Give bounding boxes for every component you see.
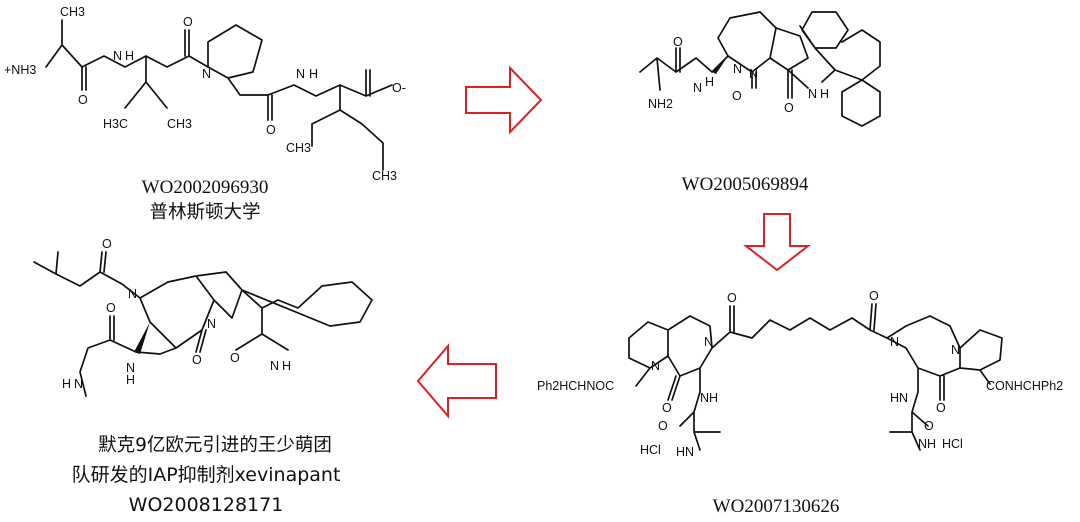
- wedge-bond: [134, 322, 150, 354]
- atom-label: N: [733, 62, 742, 76]
- atom-label: CH3: [60, 5, 85, 19]
- atom-label: N: [651, 359, 660, 373]
- atom-label: H: [309, 67, 318, 81]
- atom-label: N: [808, 87, 817, 101]
- atom-label: N: [749, 67, 758, 81]
- caption-line: WO2008128171: [129, 494, 284, 516]
- atom-label: HN: [676, 445, 694, 459]
- caption-line: WO2007130626: [713, 496, 840, 517]
- atom-label: O: [266, 123, 276, 137]
- atom-label: N: [74, 377, 83, 391]
- atom-label: CONHCHPh2: [986, 379, 1063, 393]
- atom-label: O: [230, 351, 240, 365]
- arrow-left-icon: [416, 343, 497, 419]
- structure-xevinapant: O N O N N H O N H O H N 默克9亿欧元引进的王少萌团 队研…: [33, 237, 373, 516]
- atom-label: N: [890, 335, 899, 349]
- atom-label: N: [128, 287, 137, 301]
- atom-label: H: [705, 75, 714, 89]
- atom-label: O: [869, 289, 879, 303]
- atom-label: N: [296, 67, 305, 81]
- atom-label: H: [282, 359, 291, 373]
- atom-label: O: [192, 353, 202, 367]
- atom-label: O: [784, 101, 794, 115]
- atom-label: O: [673, 35, 683, 49]
- atom-label: O: [727, 291, 737, 305]
- atom-label: H3C: [103, 117, 128, 131]
- atom-label: NH: [700, 391, 718, 405]
- atom-label: O: [936, 401, 946, 415]
- atom-label: N: [951, 343, 960, 357]
- atom-label: O: [102, 237, 112, 251]
- atom-label: HN: [890, 391, 908, 405]
- caption-line: WO2005069894: [682, 174, 809, 195]
- atom-label: CH3: [372, 169, 397, 183]
- atom-label: O: [658, 419, 668, 433]
- atom-label: O: [183, 15, 193, 29]
- structure-dimeric-mimetic: O O N N N N O O Ph2HCHNOC CONHCHPh2 NH H…: [537, 289, 1063, 517]
- structure-smac-tetrapeptide: +NH3 N H O O N N H O O- H3C CH3 CH3 CH3 …: [4, 5, 406, 223]
- atom-label: N: [202, 67, 211, 81]
- caption-line: 默克9亿欧元引进的王少萌团: [98, 435, 332, 456]
- atom-label: H: [820, 87, 829, 101]
- atom-label: CH3: [286, 141, 311, 155]
- atom-label: HCl: [640, 443, 661, 457]
- caption-line: 队研发的IAP抑制剂xevinapant: [72, 464, 341, 486]
- arrow-down-icon: [743, 213, 811, 272]
- atom-label: O: [106, 301, 116, 315]
- wedge-bond: [712, 56, 728, 74]
- atom-label: H: [125, 49, 134, 63]
- atom-label: H: [62, 377, 71, 391]
- atom-label: O: [662, 401, 672, 415]
- atom-label: +NH3: [4, 63, 36, 77]
- caption-line: WO2002096930: [142, 177, 269, 198]
- structure-bicyclic-mimetic: H N NH2 O N N O N H O WO2005069894: [639, 11, 881, 195]
- atom-label: CH3: [167, 117, 192, 131]
- atom-label: N: [113, 49, 122, 63]
- atom-label: N: [693, 81, 702, 95]
- atom-label: NH: [918, 437, 936, 451]
- atom-label: N: [270, 359, 279, 373]
- atom-label: HCl: [942, 437, 963, 451]
- atom-label: O: [924, 419, 934, 433]
- caption-line: 普林斯顿大学: [149, 202, 260, 223]
- atom-label: H: [126, 373, 135, 387]
- atom-label: O: [78, 93, 88, 107]
- atom-label: N: [126, 361, 135, 375]
- atom-label: N: [207, 317, 216, 331]
- atom-label: Ph2HCHNOC: [537, 379, 614, 393]
- arrow-right-icon: [465, 65, 543, 135]
- atom-label: O-: [392, 81, 406, 95]
- atom-label: NH2: [648, 97, 673, 111]
- atom-label: O: [732, 89, 742, 103]
- atom-label: N: [704, 335, 713, 349]
